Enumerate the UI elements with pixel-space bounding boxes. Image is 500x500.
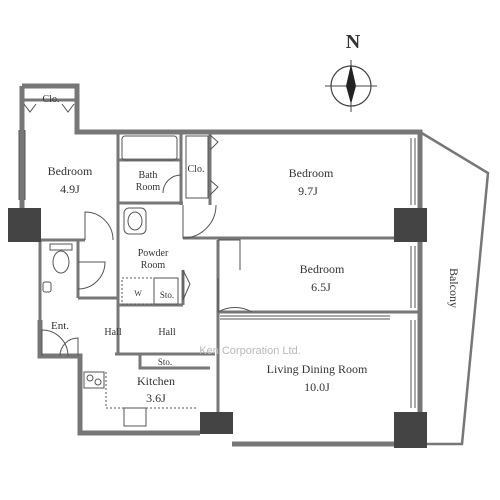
outer-walls bbox=[19, 83, 423, 447]
bedroom-middle-size: 6.5J bbox=[311, 280, 331, 294]
doors bbox=[23, 103, 253, 357]
bedroom-north-size: 9.7J bbox=[298, 184, 318, 198]
watermark: Ken Corporation Ltd. bbox=[199, 345, 301, 357]
storage-hall-label: Sto. bbox=[158, 357, 172, 367]
compass-north-label: N bbox=[346, 31, 361, 53]
hall-label-west: Hall bbox=[104, 327, 121, 338]
bath-label-line2: Room bbox=[136, 182, 161, 193]
room-labels: Bedroom 4.9J Bedroom 9.7J Bedroom 6.5J L… bbox=[43, 94, 461, 405]
stove-icon bbox=[83, 371, 105, 389]
bath-label-line1: Bath bbox=[139, 170, 158, 181]
toilet-bowl-icon bbox=[52, 250, 70, 274]
powder-label-line1: Powder bbox=[138, 248, 169, 259]
fixtures bbox=[42, 135, 209, 427]
bedroom-west-size: 4.9J bbox=[60, 182, 80, 196]
powder-label-line2: Room bbox=[141, 260, 166, 271]
washer-label: W bbox=[134, 289, 142, 298]
compass-needle-icon bbox=[346, 64, 356, 104]
entrance-label: Ent. bbox=[51, 320, 69, 332]
windows bbox=[18, 130, 416, 408]
balcony-label: Balcony bbox=[447, 268, 461, 308]
bedroom-west-name: Bedroom bbox=[48, 164, 93, 178]
bedroom-middle-name: Bedroom bbox=[300, 262, 345, 276]
bathtub-icon bbox=[121, 135, 178, 161]
compass: N bbox=[325, 31, 377, 112]
toilet-sink-icon bbox=[42, 281, 52, 293]
closet-north-label: Clo. bbox=[188, 164, 205, 175]
storage-powder-label: Sto. bbox=[160, 290, 174, 300]
kitchen-size: 3.6J bbox=[146, 391, 166, 405]
structural-columns bbox=[8, 208, 427, 448]
kitchen-name: Kitchen bbox=[137, 374, 175, 388]
bedroom-north-name: Bedroom bbox=[289, 166, 334, 180]
kitchen-sink-icon bbox=[123, 407, 147, 427]
sink-icon bbox=[123, 207, 147, 235]
toilet-tank-icon bbox=[49, 243, 73, 251]
ldk-name: Living Dining Room bbox=[267, 362, 368, 376]
ldk-size: 10.0J bbox=[304, 380, 330, 394]
closet-west-label: Clo. bbox=[43, 94, 60, 105]
hall-label-east: Hall bbox=[158, 327, 175, 338]
